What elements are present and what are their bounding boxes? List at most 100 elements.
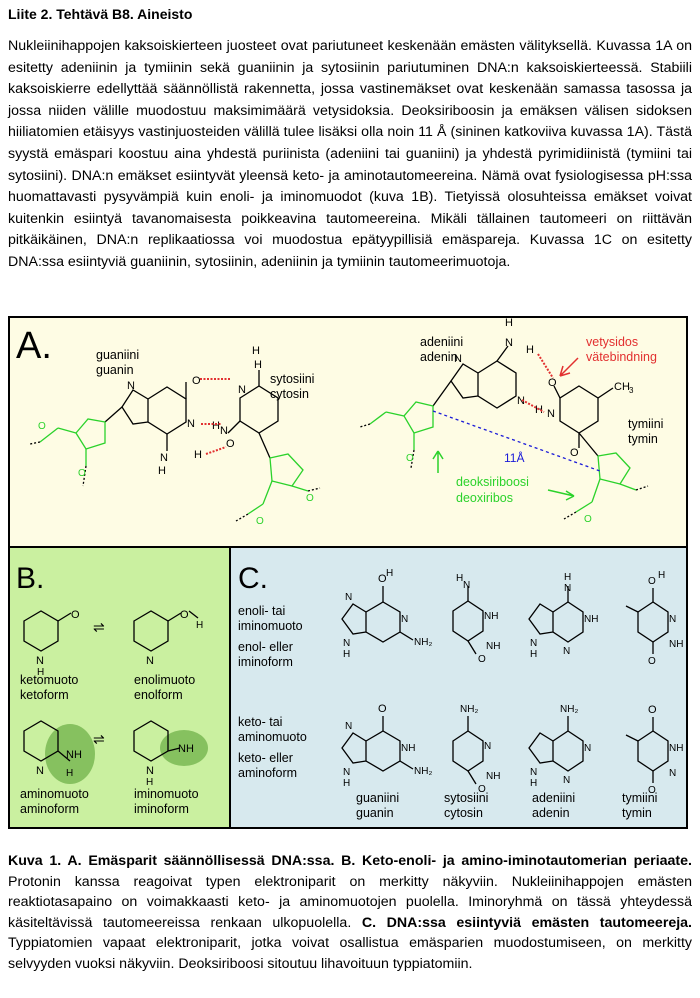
intro-paragraph: Nukleiinihappojen kaksoiskierteen juoste… [8, 38, 692, 270]
guanine-keto-structure [341, 716, 414, 772]
svg-text:N: N [160, 452, 168, 464]
svg-text:N: N [584, 743, 591, 754]
svg-text:O: O [180, 609, 189, 621]
svg-text:H: H [526, 344, 534, 356]
svg-text:O: O [226, 438, 235, 450]
c-label-thymine-sv: tymin [622, 806, 652, 820]
panel-b-background [8, 546, 231, 829]
svg-text:O: O [306, 493, 314, 504]
row2-label-sv-1: keto- eller [238, 751, 293, 765]
enol-label-fi: enolimuoto [134, 673, 195, 687]
panel-a-background [8, 316, 688, 548]
svg-text:O: O [648, 785, 656, 796]
svg-text:O: O [192, 375, 201, 387]
ketoform-structure [23, 610, 72, 652]
adenine-label-fi: adeniini [420, 335, 463, 349]
equilibrium-icon-2: ⇌ [93, 731, 105, 747]
row2-label-fi-1: keto- tai [238, 715, 282, 729]
svg-text:H: H [386, 568, 393, 579]
deoxyribose-label-sv: deoxiribos [456, 491, 513, 505]
cytosine-amino-structure [452, 716, 484, 785]
thymine-label-fi: tymiini [628, 417, 663, 431]
adenine-amino-structure [528, 716, 584, 772]
caption-text-1: Protonin kanssa reagoivat typen elektron… [8, 873, 692, 931]
svg-text:NH₂: NH₂ [460, 704, 478, 715]
svg-text:H: H [530, 649, 537, 660]
hbond-label-fi: vetysidos [586, 335, 638, 349]
svg-text:O: O [378, 703, 387, 715]
svg-text:N: N [463, 580, 470, 591]
adenine-label-sv: adenin [420, 350, 458, 364]
svg-text:NH: NH [66, 749, 82, 761]
cytosine-imino-structure [452, 586, 484, 655]
amino-label-sv: aminoform [20, 802, 79, 816]
svg-text:H: H [196, 620, 203, 631]
svg-text:N: N [146, 765, 154, 777]
thymine-enol-structure [625, 588, 669, 654]
svg-text:O: O [584, 514, 592, 525]
svg-text:O: O [648, 656, 656, 667]
svg-text:N: N [238, 384, 246, 396]
svg-text:N: N [530, 638, 537, 649]
row1-label-fi-2: iminomuoto [238, 619, 303, 633]
svg-text:NH₂: NH₂ [414, 766, 432, 777]
c-label-cytosine-sv: cytosin [444, 806, 483, 820]
svg-text:N: N [343, 638, 350, 649]
cytosine-structure [227, 370, 279, 459]
row2-label-fi-2: aminomuoto [238, 730, 307, 744]
svg-text:N: N [127, 380, 135, 392]
svg-text:N: N [343, 767, 350, 778]
c-label-adenine-sv: adenin [532, 806, 570, 820]
svg-text:N: N [563, 775, 570, 786]
c-label-guanine-fi: guaniini [356, 791, 399, 805]
svg-text:NH₂: NH₂ [414, 637, 432, 648]
svg-text:N: N [220, 425, 228, 437]
svg-text:N: N [187, 418, 195, 430]
keto-label-fi: ketomuoto [20, 673, 78, 687]
svg-text:H: H [530, 778, 537, 789]
aminoform-structure [23, 720, 71, 762]
svg-text:N: N [564, 583, 571, 594]
svg-text:H: H [158, 465, 166, 477]
svg-text:H: H [658, 570, 665, 581]
row1-label-fi-1: enoli- tai [238, 604, 285, 618]
row1-label-sv-2: iminoform [238, 655, 293, 669]
svg-text:N: N [669, 768, 676, 779]
svg-text:O: O [648, 576, 656, 587]
keto-label-sv: ketoform [20, 688, 69, 702]
svg-text:O: O [71, 609, 80, 621]
svg-text:NH: NH [178, 743, 194, 755]
deoxyribose-right-a [359, 401, 434, 469]
svg-text:H: H [194, 449, 202, 461]
figure-caption: Kuva 1. A. Emäsparit säännöllisessä DNA:… [8, 851, 692, 975]
svg-text:O: O [378, 573, 387, 585]
svg-text:N: N [345, 721, 352, 732]
imino-label-fi: iminomuoto [134, 787, 199, 801]
svg-text:NH: NH [486, 641, 500, 652]
svg-text:N: N [517, 395, 525, 407]
svg-text:N: N [563, 646, 570, 657]
svg-text:H: H [535, 404, 543, 416]
guanine-enol-structure [341, 586, 414, 643]
figure-1: A. N N O N H H H O O N H H N O [8, 316, 688, 829]
svg-text:O: O [406, 453, 414, 464]
svg-text:O: O [478, 784, 486, 795]
svg-text:NH: NH [484, 611, 498, 622]
svg-text:O: O [548, 377, 557, 389]
svg-text:O: O [78, 468, 86, 479]
cytosine-label-fi: sytosiini [270, 372, 314, 386]
panel-c-letter: C. [238, 562, 268, 595]
caption-text-2: Typpiatomien vapaat elektroniparit, jotk… [8, 935, 692, 972]
deoxyribose-label-fi: deoksiriboosi [456, 475, 529, 489]
svg-text:CH: CH [614, 381, 630, 393]
imino-highlight [160, 730, 208, 766]
c-label-adenine-fi: adeniini [532, 791, 575, 805]
svg-text:O: O [478, 654, 486, 665]
svg-text:NH: NH [669, 743, 683, 754]
enolform-structure [133, 610, 199, 652]
at-hydrogen-bonds [521, 353, 554, 413]
svg-text:O: O [570, 447, 579, 459]
c-label-thymine-fi: tymiini [622, 791, 657, 805]
svg-text:H: H [564, 572, 571, 583]
panel-c-background [229, 546, 688, 829]
